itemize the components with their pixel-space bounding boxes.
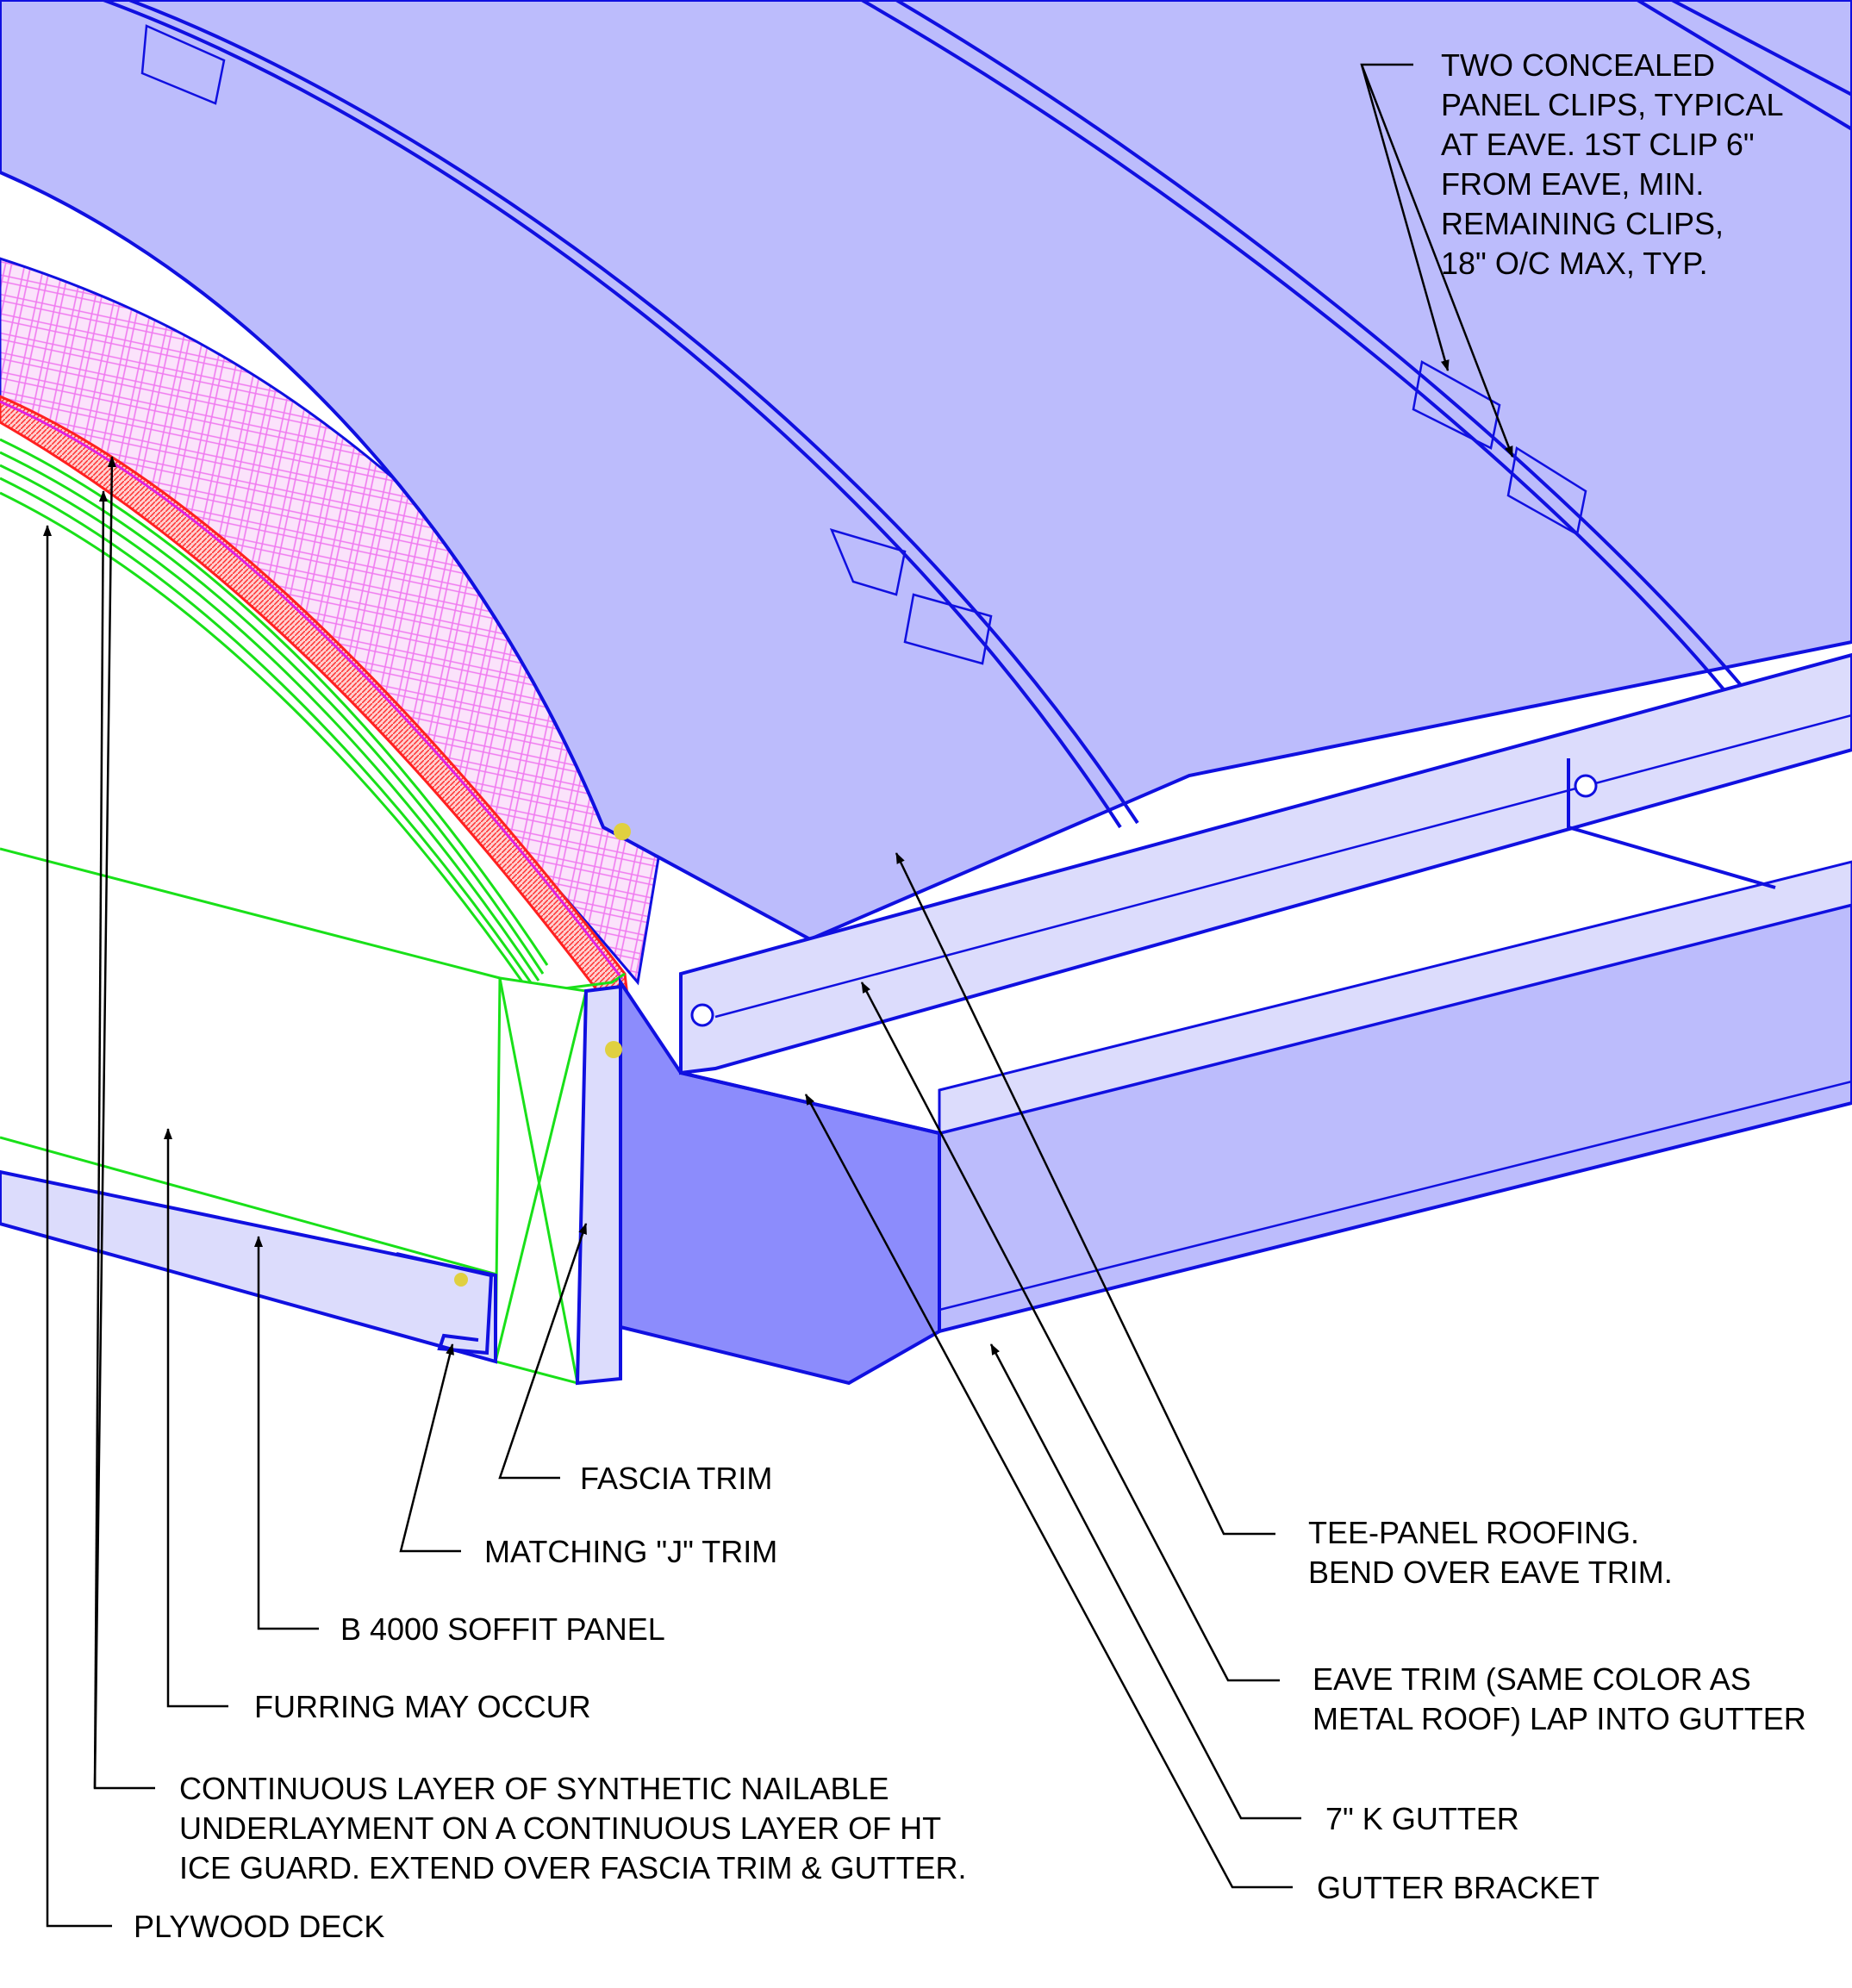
label-plywood-deck: PLYWOOD DECK [134,1909,384,1944]
panel-clip-4 [1506,446,1587,536]
gutter-bracket-left [679,974,940,1135]
label-fascia-trim: FASCIA TRIM [580,1461,772,1496]
svg-text:18" O/C MAX, TYP.: 18" O/C MAX, TYP. [1441,246,1708,281]
label-soffit-panel: B 4000 SOFFIT PANEL [340,1611,665,1647]
panel-clip-top [140,24,226,105]
fascia-trim [575,984,622,1386]
gutter-bracket-right [1567,758,1776,889]
plywood-deck-layers [0,438,626,994]
svg-text:TWO CONCEALED: TWO CONCEALED [1441,47,1715,83]
fastener-icon [605,1041,622,1058]
j-trim [396,1252,494,1355]
label-gutter-bracket: GUTTER BRACKET [1317,1870,1599,1905]
label-eave-trim: EAVE TRIM (SAME COLOR AS METAL ROOF) LAP… [1313,1661,1806,1736]
panel-clip-3 [1412,360,1501,450]
label-concealed-clips: TWO CONCEALED PANEL CLIPS, TYPICAL AT EA… [1441,47,1784,281]
roof-panel [0,0,1852,942]
svg-text:AT EAVE. 1ST CLIP 6": AT EAVE. 1ST CLIP 6" [1441,127,1755,162]
svg-text:BEND OVER EAVE TRIM.: BEND OVER EAVE TRIM. [1308,1555,1673,1590]
svg-text:METAL ROOF) LAP INTO GUTTER: METAL ROOF) LAP INTO GUTTER [1313,1701,1806,1736]
roof-seams [103,0,1852,829]
gutter-back-lip [938,860,1852,1135]
svg-text:PANEL CLIPS, TYPICAL: PANEL CLIPS, TYPICAL [1441,87,1784,122]
fastener-icon [614,823,631,840]
leader-lines [43,63,1514,1928]
label-underlayment: CONTINUOUS LAYER OF SYNTHETIC NAILABLE U… [179,1771,966,1885]
panel-clip-1 [829,528,907,596]
label-gutter: 7" K GUTTER [1325,1801,1519,1836]
svg-text:EAVE TRIM (SAME COLOR AS: EAVE TRIM (SAME COLOR AS [1313,1661,1751,1697]
label-j-trim: MATCHING "J" TRIM [484,1534,777,1569]
framing-line-top [0,847,501,980]
svg-text:CONTINUOUS LAYER OF SYNTHETIC: CONTINUOUS LAYER OF SYNTHETIC NAILABLE [179,1771,889,1806]
label-furring: FURRING MAY OCCUR [254,1689,591,1724]
fascia-board [494,976,588,1385]
panel-clip-2 [903,593,993,665]
svg-text:UNDERLAYMENT ON A CONTINUOUS L: UNDERLAYMENT ON A CONTINUOUS LAYER OF HT [179,1810,941,1846]
svg-text:FROM EAVE, MIN.: FROM EAVE, MIN. [1441,166,1704,202]
svg-text:REMAINING CLIPS,: REMAINING CLIPS, [1441,206,1724,241]
framing-line-bottom [0,1136,501,1277]
svg-text:TEE-PANEL ROOFING.: TEE-PANEL ROOFING. [1308,1515,1639,1550]
fastener-icon [454,1273,468,1287]
svg-text:ICE GUARD. EXTEND OVER FASCIA: ICE GUARD. EXTEND OVER FASCIA TRIM & GUT… [179,1850,966,1885]
label-tee-panel: TEE-PANEL ROOFING. BEND OVER EAVE TRIM. [1308,1515,1673,1590]
soffit-panel [0,1169,497,1364]
